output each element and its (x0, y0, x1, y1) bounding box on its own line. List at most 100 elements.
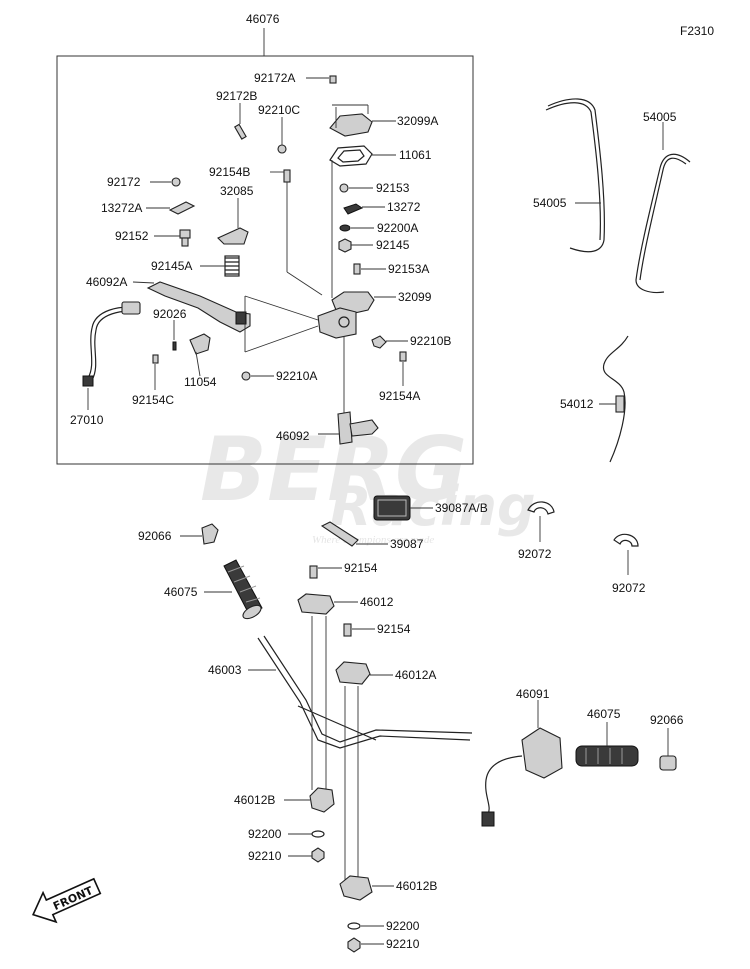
label-46012B-a: 46012B (234, 793, 275, 807)
label-92200A: 92200A (377, 221, 418, 235)
screw-92153 (339, 183, 373, 193)
washer-92200-a (288, 830, 325, 838)
nut-92210-a (288, 847, 325, 863)
clamp-92072-b (613, 533, 639, 575)
grip-46075-right (575, 722, 639, 767)
plate-13272A (146, 201, 196, 215)
label-92145A: 92145A (151, 259, 192, 273)
label-46092: 46092 (276, 429, 310, 443)
label-54012: 54012 (560, 397, 594, 411)
clamp-92072-a (527, 501, 555, 542)
assembly-box (56, 55, 474, 465)
washer-92200A (339, 224, 374, 232)
label-92154C: 92154C (132, 393, 174, 407)
label-32099A: 32099A (397, 114, 438, 128)
label-13272: 13272 (387, 200, 421, 214)
end-cap-92066-left (180, 523, 219, 545)
label-92154A: 92154A (379, 389, 420, 403)
clamp-46012B-b (339, 875, 394, 901)
label-46091: 46091 (516, 687, 550, 701)
pad-39087 (320, 521, 388, 547)
label-92153A: 92153A (388, 262, 429, 276)
label-92026: 92026 (153, 307, 187, 321)
clamp-46012 (297, 593, 358, 615)
label-92210C: 92210C (258, 103, 300, 117)
label-92145: 92145 (376, 238, 410, 252)
switch-46091 (481, 700, 563, 827)
label-46012A: 46012A (395, 668, 436, 682)
label-92200-b: 92200 (386, 919, 420, 933)
label-92066-right: 92066 (650, 713, 684, 727)
label-92210A: 92210A (276, 369, 317, 383)
label-39087AB: 39087A/B (435, 501, 488, 515)
gasket-11061 (329, 145, 396, 167)
label-46075-right: 46075 (587, 707, 621, 721)
watermark: BERG Racing Where champions are made (200, 418, 536, 546)
bolt-92154-b (343, 623, 375, 637)
label-92210-b: 92210 (386, 937, 420, 951)
nut-92210A (241, 371, 274, 381)
plate-13272 (343, 203, 385, 215)
handlebar-46003 (248, 635, 473, 749)
label-92072-b: 92072 (612, 581, 646, 595)
label-11061: 11061 (399, 148, 432, 162)
cover-32099A (329, 104, 396, 137)
cam-32085 (217, 198, 249, 245)
cable-54005-left (545, 98, 605, 253)
label-92210-a: 92210 (248, 849, 282, 863)
label-46092A: 46092A (86, 275, 127, 289)
screw-92172 (150, 177, 181, 187)
label-92154-a: 92154 (344, 561, 378, 575)
grip-46075-left (204, 559, 263, 620)
label-92072-a: 92072 (518, 547, 552, 561)
lever-46092 (318, 336, 379, 445)
label-92152: 92152 (115, 229, 149, 243)
label-92066-left: 92066 (138, 529, 172, 543)
screw-92172A (306, 75, 337, 84)
label-46012: 46012 (360, 595, 394, 609)
washer-92200-b (347, 922, 384, 930)
label-92200-a: 92200 (248, 827, 282, 841)
label-92153: 92153 (376, 181, 410, 195)
label-92154B: 92154B (209, 165, 250, 179)
label-92172B: 92172B (216, 89, 257, 103)
watermark-brand-line2: Racing (330, 475, 536, 538)
spring-92145A (200, 255, 240, 277)
bracket-11054 (189, 333, 211, 377)
housing-32099 (244, 291, 396, 353)
label-92154-b: 92154 (377, 622, 411, 636)
nut-92210C (277, 117, 287, 154)
watermark-brand-line1: BERG (200, 418, 467, 521)
screw-92154A (399, 351, 407, 386)
screw-92154B (270, 169, 323, 296)
nut-92145 (338, 238, 373, 253)
switch-27010 (82, 301, 141, 410)
label-46003: 46003 (208, 663, 242, 677)
label-32099: 32099 (398, 290, 432, 304)
label-32085: 32085 (220, 184, 254, 198)
label-92172: 92172 (107, 175, 141, 189)
bolt-92154-a (309, 565, 342, 579)
clamp-46012A (335, 661, 393, 685)
nut-92210-b (347, 937, 384, 953)
front-arrow: FRONT (32, 877, 102, 924)
screw-92153A (353, 263, 386, 275)
clamp-46012B-a (284, 787, 335, 813)
label-92210B: 92210B (410, 334, 451, 348)
screw-92154C (152, 354, 159, 390)
label-54005-left: 54005 (533, 196, 567, 210)
figure-code: F2310 (680, 24, 714, 38)
label-39087: 39087 (390, 537, 424, 551)
bolt-92152 (154, 229, 191, 247)
pin-92026 (172, 320, 177, 351)
assembly-label: 46076 (246, 12, 280, 26)
screw-92172B (234, 103, 247, 140)
label-46075-left: 46075 (164, 585, 198, 599)
lever-46092A (132, 281, 251, 333)
end-cap-92066-right (659, 728, 677, 771)
cable-54012 (599, 335, 629, 463)
cable-54005-right (635, 122, 691, 294)
label-92172A: 92172A (254, 71, 295, 85)
label-27010: 27010 (70, 413, 104, 427)
